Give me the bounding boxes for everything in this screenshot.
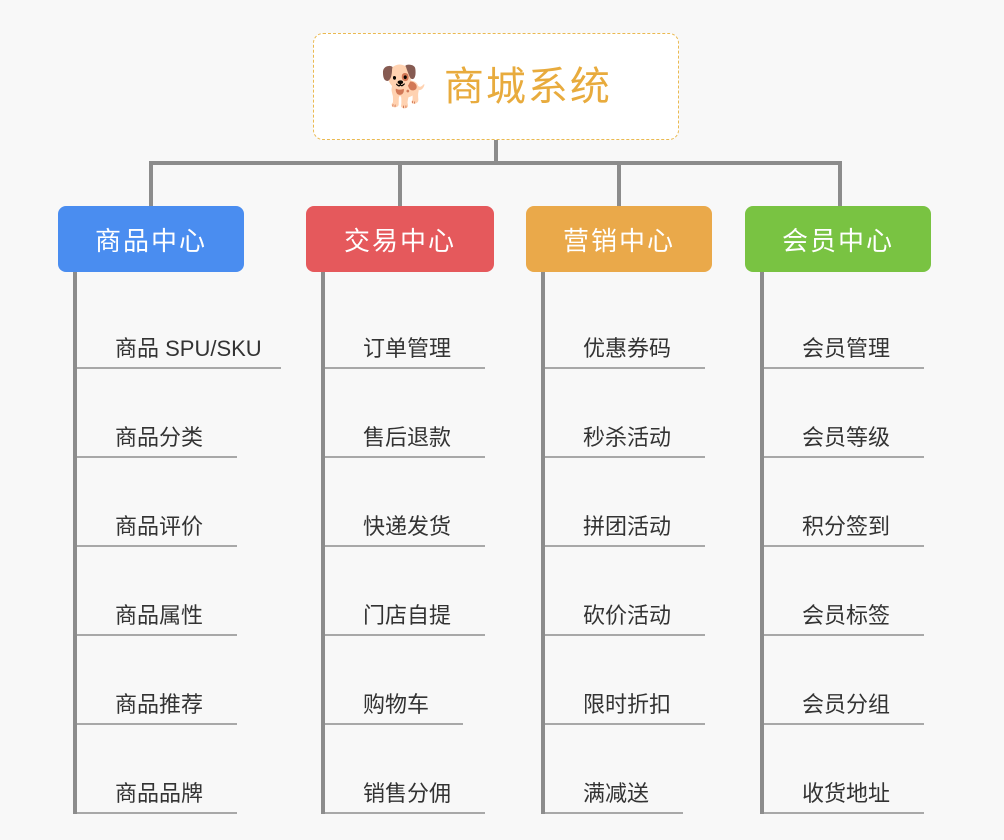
list-item-label: 砍价活动	[583, 602, 672, 628]
list-item[interactable]: 订单管理	[325, 280, 494, 369]
list-item[interactable]: 会员分组	[764, 636, 931, 725]
list-item-label: 商品属性	[115, 602, 204, 628]
list-item-divider	[545, 812, 683, 814]
list-item-divider	[764, 367, 924, 369]
list-item[interactable]: 积分签到	[764, 458, 931, 547]
list-item-label: 售后退款	[363, 424, 452, 450]
list-item-divider	[764, 456, 924, 458]
list-item-divider	[77, 812, 237, 814]
list-item[interactable]: 商品分类	[77, 369, 272, 458]
branch-header-label: 营销中心	[562, 225, 675, 256]
branch-member-center: 会员中心 会员管理 会员等级 积分签到 会员标签 会员分组	[745, 206, 931, 814]
list-item[interactable]: 会员标签	[764, 547, 931, 636]
list-item-divider	[77, 634, 237, 636]
list-item[interactable]: 收货地址	[764, 725, 931, 814]
list-item-label: 商品评价	[115, 513, 204, 539]
list-item-divider	[325, 723, 463, 725]
list-item[interactable]: 满减送	[545, 725, 712, 814]
connector-root-stem	[494, 140, 498, 165]
root-node[interactable]: 🐕 商城系统	[313, 33, 679, 140]
list-item[interactable]: 会员等级	[764, 369, 931, 458]
list-item-divider	[325, 545, 485, 547]
list-item[interactable]: 售后退款	[325, 369, 494, 458]
connector-branch-2	[617, 161, 621, 207]
list-item-divider	[325, 456, 485, 458]
list-item-label: 门店自提	[363, 602, 452, 628]
connector-branch-1	[398, 161, 402, 207]
list-item-divider	[77, 456, 237, 458]
list-item-divider	[325, 634, 485, 636]
list-item-label: 会员管理	[802, 335, 891, 361]
list-item-divider	[545, 723, 705, 725]
branch-items-member-center: 会员管理 会员等级 积分签到 会员标签 会员分组 收货地址	[760, 272, 931, 814]
list-item[interactable]: 销售分佣	[325, 725, 494, 814]
list-item-label: 快递发货	[363, 513, 452, 539]
list-item-label: 限时折扣	[583, 691, 672, 717]
list-item[interactable]: 拼团活动	[545, 458, 712, 547]
list-item-divider	[764, 634, 924, 636]
list-item-label: 商品 SPU/SKU	[115, 335, 262, 361]
list-item-label: 会员分组	[802, 691, 891, 717]
branch-product-center: 商品中心 商品 SPU/SKU 商品分类 商品评价 商品属性 商品推荐	[58, 206, 281, 814]
list-item-label: 销售分佣	[363, 780, 452, 806]
list-item-divider	[545, 634, 705, 636]
list-item[interactable]: 砍价活动	[545, 547, 712, 636]
list-item-label: 积分签到	[802, 513, 891, 539]
branch-header-marketing-center[interactable]: 营销中心	[526, 206, 712, 272]
connector-horizontal-bus	[149, 161, 842, 165]
list-item-label: 商品品牌	[115, 780, 204, 806]
branch-items-product-center: 商品 SPU/SKU 商品分类 商品评价 商品属性 商品推荐 商品品牌	[73, 272, 281, 814]
list-item-divider	[77, 723, 237, 725]
list-item-label: 会员等级	[802, 424, 891, 450]
connector-branch-3	[838, 161, 842, 207]
list-item-label: 会员标签	[802, 602, 891, 628]
root-title: 商城系统	[443, 64, 612, 109]
list-item[interactable]: 商品 SPU/SKU	[77, 280, 281, 369]
list-item-divider	[764, 723, 924, 725]
list-item-label: 收货地址	[802, 780, 891, 806]
list-item-label: 秒杀活动	[583, 424, 672, 450]
branch-header-label: 交易中心	[343, 225, 456, 256]
list-item[interactable]: 限时折扣	[545, 636, 712, 725]
list-item-divider	[325, 812, 485, 814]
list-item-divider	[325, 367, 485, 369]
list-item-divider	[545, 367, 705, 369]
list-item[interactable]: 商品属性	[77, 547, 272, 636]
list-item-divider	[764, 545, 924, 547]
list-item[interactable]: 门店自提	[325, 547, 494, 636]
list-item-label: 商品推荐	[115, 691, 204, 717]
list-item[interactable]: 快递发货	[325, 458, 494, 547]
branch-header-product-center[interactable]: 商品中心	[58, 206, 244, 272]
list-item-divider	[545, 456, 705, 458]
list-item-label: 订单管理	[363, 335, 452, 361]
list-item[interactable]: 商品评价	[77, 458, 272, 547]
list-item-divider	[764, 812, 924, 814]
branch-items-marketing-center: 优惠券码 秒杀活动 拼团活动 砍价活动 限时折扣 满减送	[541, 272, 712, 814]
list-item-label: 商品分类	[115, 424, 204, 450]
branch-header-member-center[interactable]: 会员中心	[745, 206, 931, 272]
list-item-label: 满减送	[583, 780, 650, 806]
list-item-divider	[77, 545, 237, 547]
branch-header-trade-center[interactable]: 交易中心	[306, 206, 494, 272]
list-item[interactable]: 商品推荐	[77, 636, 272, 725]
list-item[interactable]: 会员管理	[764, 280, 931, 369]
branch-trade-center: 交易中心 订单管理 售后退款 快递发货 门店自提 购物车	[306, 206, 494, 814]
list-item[interactable]: 优惠券码	[545, 280, 712, 369]
connector-branch-0	[149, 161, 153, 207]
dog-face-icon: 🐕	[380, 64, 430, 109]
branch-header-label: 商品中心	[94, 225, 207, 256]
list-item[interactable]: 商品品牌	[77, 725, 272, 814]
list-item-label: 购物车	[363, 691, 430, 717]
branch-items-trade-center: 订单管理 售后退款 快递发货 门店自提 购物车 销售分佣	[321, 272, 494, 814]
list-item-label: 优惠券码	[583, 335, 672, 361]
list-item[interactable]: 购物车	[325, 636, 494, 725]
branch-header-label: 会员中心	[781, 225, 894, 256]
list-item-label: 拼团活动	[583, 513, 672, 539]
branch-marketing-center: 营销中心 优惠券码 秒杀活动 拼团活动 砍价活动 限时折扣	[526, 206, 712, 814]
list-item-divider	[545, 545, 705, 547]
list-item-divider	[77, 367, 281, 369]
list-item[interactable]: 秒杀活动	[545, 369, 712, 458]
